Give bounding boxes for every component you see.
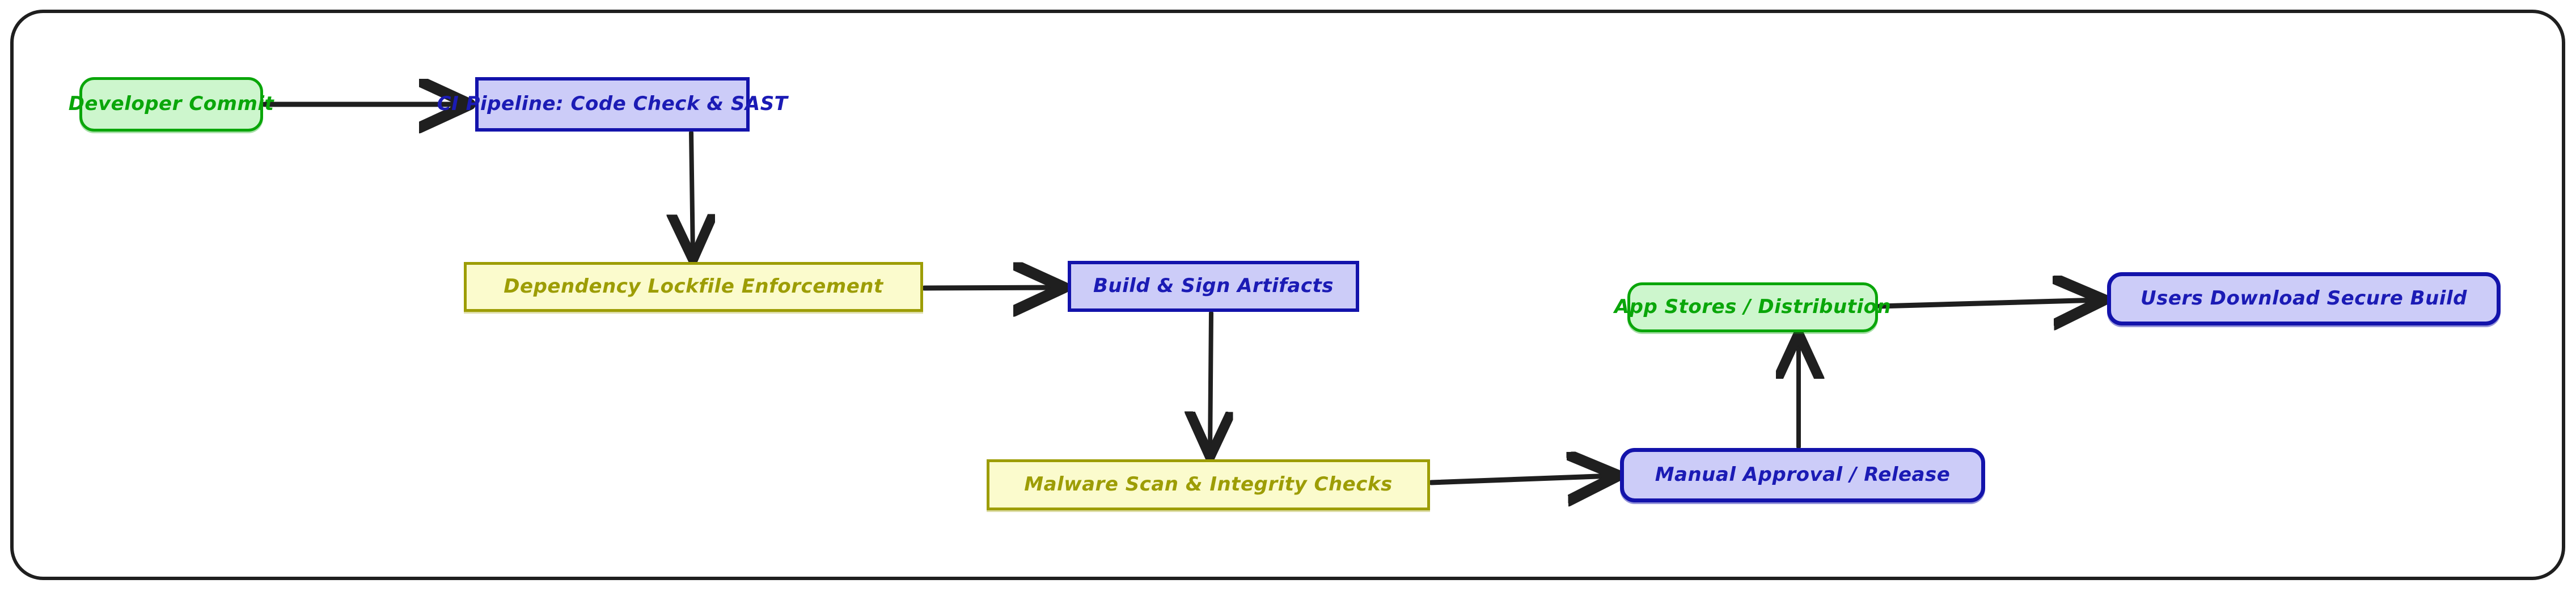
node-users-download[interactable]: Users Download Secure Build	[2107, 272, 2501, 325]
node-build-sign-artifacts[interactable]: Build & Sign Artifacts	[1068, 261, 1359, 312]
node-label-build-sign-artifacts: Build & Sign Artifacts	[1093, 274, 1334, 298]
node-label-ci-pipeline: CI Pipeline: Code Check & SAST	[437, 92, 788, 116]
node-developer-commit[interactable]: Developer Commit	[69, 77, 274, 132]
node-label-app-stores: App Stores / Distribution	[1614, 295, 1892, 319]
node-malware-scan[interactable]: Malware Scan & Integrity Checks	[987, 459, 1430, 510]
node-label-users-download: Users Download Secure Build	[2141, 287, 2467, 310]
node-manual-approval[interactable]: Manual Approval / Release	[1620, 448, 1985, 502]
node-app-stores[interactable]: App Stores / Distribution	[1614, 282, 1891, 332]
node-label-malware-scan: Malware Scan & Integrity Checks	[1024, 473, 1393, 496]
node-dependency-lockfile[interactable]: Dependency Lockfile Enforcement	[464, 262, 923, 312]
diagram-frame-border	[10, 10, 2565, 580]
node-label-manual-approval: Manual Approval / Release	[1655, 463, 1951, 487]
node-label-dependency-lockfile: Dependency Lockfile Enforcement	[504, 275, 883, 298]
node-label-developer-commit: Developer Commit	[68, 92, 274, 116]
node-ci-pipeline[interactable]: CI Pipeline: Code Check & SAST	[437, 77, 788, 132]
